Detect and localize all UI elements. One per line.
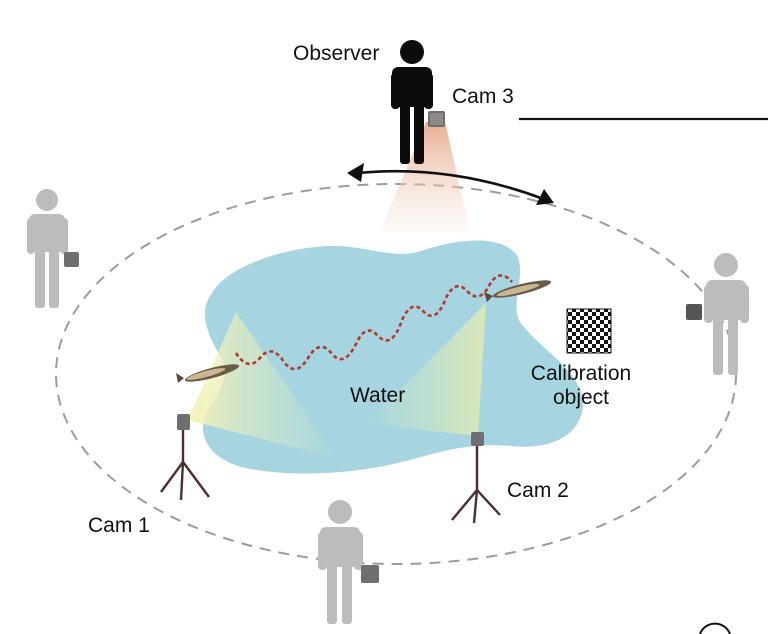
fish-icon xyxy=(176,364,240,383)
fish-trajectory xyxy=(234,274,513,371)
camera-icon xyxy=(428,111,445,127)
cam2-label: Cam 2 xyxy=(507,479,569,502)
calibration-label-line1: Calibration xyxy=(530,362,632,385)
partial-circle xyxy=(699,622,731,634)
camera-icon xyxy=(471,432,484,446)
person-icon xyxy=(318,500,363,624)
calibration-label-line2: object xyxy=(552,386,610,410)
camera-icon xyxy=(64,252,79,267)
tripod-icon xyxy=(451,446,501,524)
double-arrow-icon xyxy=(347,163,554,205)
person-icon xyxy=(704,253,749,375)
cam2-field-of-view xyxy=(366,303,486,436)
camera-icon xyxy=(686,304,702,320)
observer-label: Observer xyxy=(293,42,380,65)
cam1-label: Cam 1 xyxy=(88,514,150,537)
cam3-label: Cam 3 xyxy=(452,85,514,108)
tripod-icon xyxy=(160,430,210,501)
calibration-object-label: Calibration object xyxy=(520,362,642,410)
person-icon xyxy=(27,189,68,308)
fish-icon xyxy=(484,280,552,302)
cam3-field-of-view xyxy=(380,122,470,232)
camera-icon xyxy=(177,414,190,430)
water-label: Water xyxy=(350,384,406,407)
camera-icon xyxy=(361,565,379,583)
checkerboard-icon xyxy=(566,308,612,354)
cam1-field-of-view xyxy=(188,312,336,458)
observer-person-icon xyxy=(391,40,433,164)
